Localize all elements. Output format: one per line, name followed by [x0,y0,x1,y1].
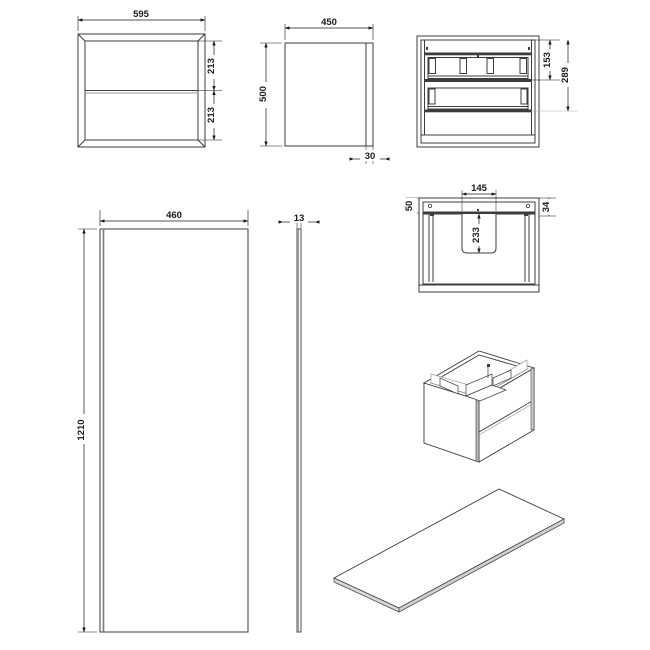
dim-289-label: 289 [560,67,571,83]
front-mitre-br [197,139,206,148]
iso-cab-corner-band [475,398,480,463]
dim-460-text-bg [161,209,187,220]
dim-500: 500 [258,42,282,147]
edge-strip-body [296,228,302,633]
view-front-elevation [77,33,206,148]
front-mitre-bl [77,139,86,148]
dim-289-text-bg [562,63,574,87]
dim-500-text-bg [260,82,272,108]
side-body [284,42,374,147]
dim-13: 13 [278,212,320,229]
dim-213l-text-bg [208,104,220,128]
dim-30: 30 [349,146,390,164]
dim-450: 450 [284,16,374,40]
dim-1210-text-bg [78,414,90,444]
dim-595-text-bg [127,8,157,19]
ist-fixing-hole-right [526,203,531,208]
dim-233-label: 233 [471,227,482,243]
dim-30-text-bg [360,150,380,161]
iso-cab-waste-mark [487,364,490,367]
ist-center-mark [477,209,479,211]
dim-595-label: 595 [133,9,150,20]
dim-213-lower-label: 213 [206,107,217,123]
iso-worktop-front-edge [398,518,565,613]
isf-upper-runner-midright [486,58,494,74]
dim-213-lower: 213 [198,90,222,141]
dim-145: 145 [461,182,497,211]
dim-153-label: 153 [542,52,553,68]
dim-595: 595 [77,8,206,31]
dim-13-label: 13 [294,213,305,224]
dim-213u-text-bg [208,55,220,79]
iso-cab-right-edge-band [530,367,535,431]
dim-450-label: 450 [321,17,337,28]
ist-top-rail [422,211,536,215]
view-isometric-cabinet [422,350,536,463]
dim-30-label: 30 [365,151,376,162]
isf-fixing-left [426,47,428,50]
dim-50: 50 [404,197,419,214]
view-internal-section-front [416,35,540,148]
view-isometric-worktop [332,488,566,613]
dim-50-label: 50 [404,201,415,212]
ist-bracket-left [430,212,434,216]
dim-213-upper: 213 [198,40,222,91]
view-tall-panel [99,228,249,633]
dim-1210: 1210 [76,228,97,633]
dim-145-label: 145 [471,183,488,194]
isf-lower-rail [424,109,532,113]
dim-153-text-bg [544,49,556,71]
ist-bracket-right [524,212,528,216]
front-mitre-tr [197,33,206,42]
ist-bottom-plinth [418,284,540,293]
dim-460: 460 [99,209,249,226]
dim-233: 233 [471,213,485,254]
dim-34-label: 34 [541,201,552,212]
isf-upper-runner-left [428,58,436,74]
dim-13-text-bg [290,212,308,223]
iso-cab-bracket-right [492,369,512,387]
isf-center-mark [477,55,479,57]
dim-153: 153 [531,39,560,81]
dim-1210-label: 1210 [76,419,87,440]
dim-50-text-bg [406,198,417,214]
dim-213-upper-label: 213 [206,58,217,74]
isf-upper-top-rail [424,52,532,56]
iso-cab-drawer-split-shadow [478,402,535,436]
isf-upper-runner-midleft [459,58,467,74]
isf-bottom-plinth [420,134,536,144]
dim-460-label: 460 [166,210,182,221]
dim-289: 289 [531,39,578,112]
isf-lower-runner-right [520,88,528,105]
iso-cab-drawer-split [478,399,535,433]
dim-145-text-bg [466,182,492,193]
view-edge-strip [296,228,302,633]
ist-fixing-hole-left [427,203,432,208]
iso-cab-internal-tray-lip [465,384,507,402]
front-mitre-tl [77,33,86,42]
isf-fixing-right [528,47,530,50]
isf-lower-runner-left [428,88,436,105]
isf-lower-drawer-box [427,87,529,110]
dim-450-text-bg [316,16,342,27]
isf-upper-drawer-box [427,57,529,79]
iso-cab-bracket-left [439,377,459,395]
isf-mid-rail [424,79,532,82]
tall-panel-face [99,228,249,633]
dim-34: 34 [539,197,556,217]
dim-500-label: 500 [258,86,269,102]
dim-233-text-bg [473,224,485,246]
isf-upper-runner-right [519,58,527,74]
dim-34-text-bg [544,199,555,215]
view-side-elevation [284,42,374,147]
